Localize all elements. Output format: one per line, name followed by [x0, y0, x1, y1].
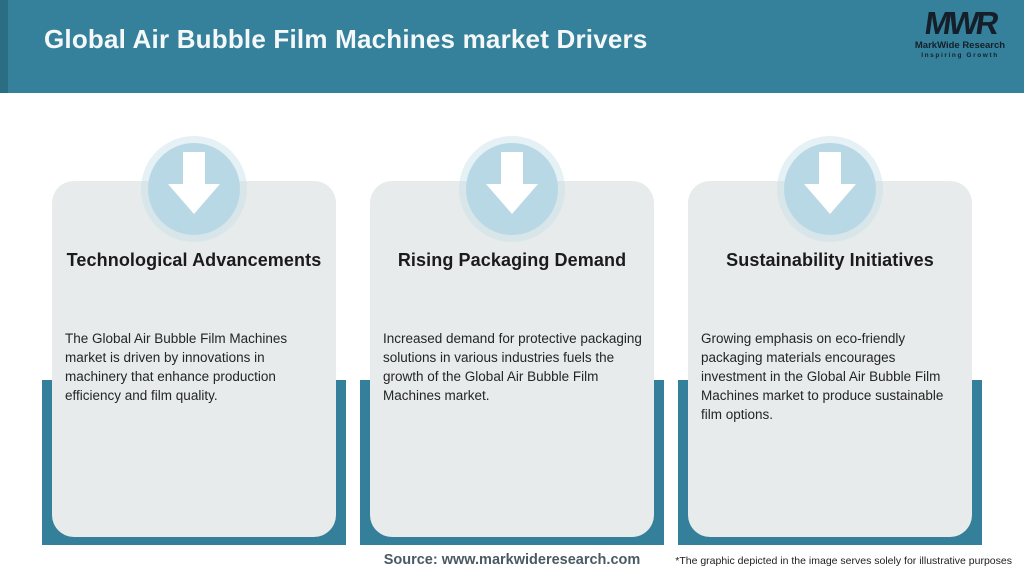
driver-card-group: Sustainability Initiatives Growing empha…: [678, 0, 982, 576]
page-title: Global Air Bubble Film Machines market D…: [44, 24, 648, 54]
card-body-text: Growing emphasis on eco-friendly packagi…: [701, 331, 944, 422]
driver-card-group: Technological Advancements The Global Ai…: [42, 0, 346, 576]
card-title: Technological Advancements: [66, 250, 322, 270]
driver-card-group: Rising Packaging Demand Increased demand…: [360, 0, 664, 576]
source-text: Source: www.markwideresearch.com: [383, 552, 641, 568]
down-arrow-icon: [784, 143, 876, 235]
card-body-text: The Global Air Bubble Film Machines mark…: [65, 331, 288, 403]
markwide-research-logo: MWR MarkWide Research Inspiring Growth: [912, 5, 1008, 59]
header-left-edge: [0, 0, 8, 93]
logo-tagline: Inspiring Growth: [921, 52, 999, 59]
driver-card: Rising Packaging Demand Increased demand…: [370, 181, 654, 537]
logo-company-name: MarkWide Research: [914, 40, 1006, 51]
driver-card: Sustainability Initiatives Growing empha…: [688, 181, 972, 537]
card-title: Sustainability Initiatives: [726, 250, 934, 270]
down-arrow-icon: [466, 143, 558, 235]
driver-card: Technological Advancements The Global Ai…: [52, 181, 336, 537]
down-arrow-icon: [148, 143, 240, 235]
header-band: Global Air Bubble Film Machines market D…: [0, 0, 1024, 93]
disclaimer-text: *The graphic depicted in the image serve…: [675, 555, 1012, 567]
card-body-text: Increased demand for protective packagin…: [383, 331, 642, 403]
card-title: Rising Packaging Demand: [397, 250, 627, 270]
